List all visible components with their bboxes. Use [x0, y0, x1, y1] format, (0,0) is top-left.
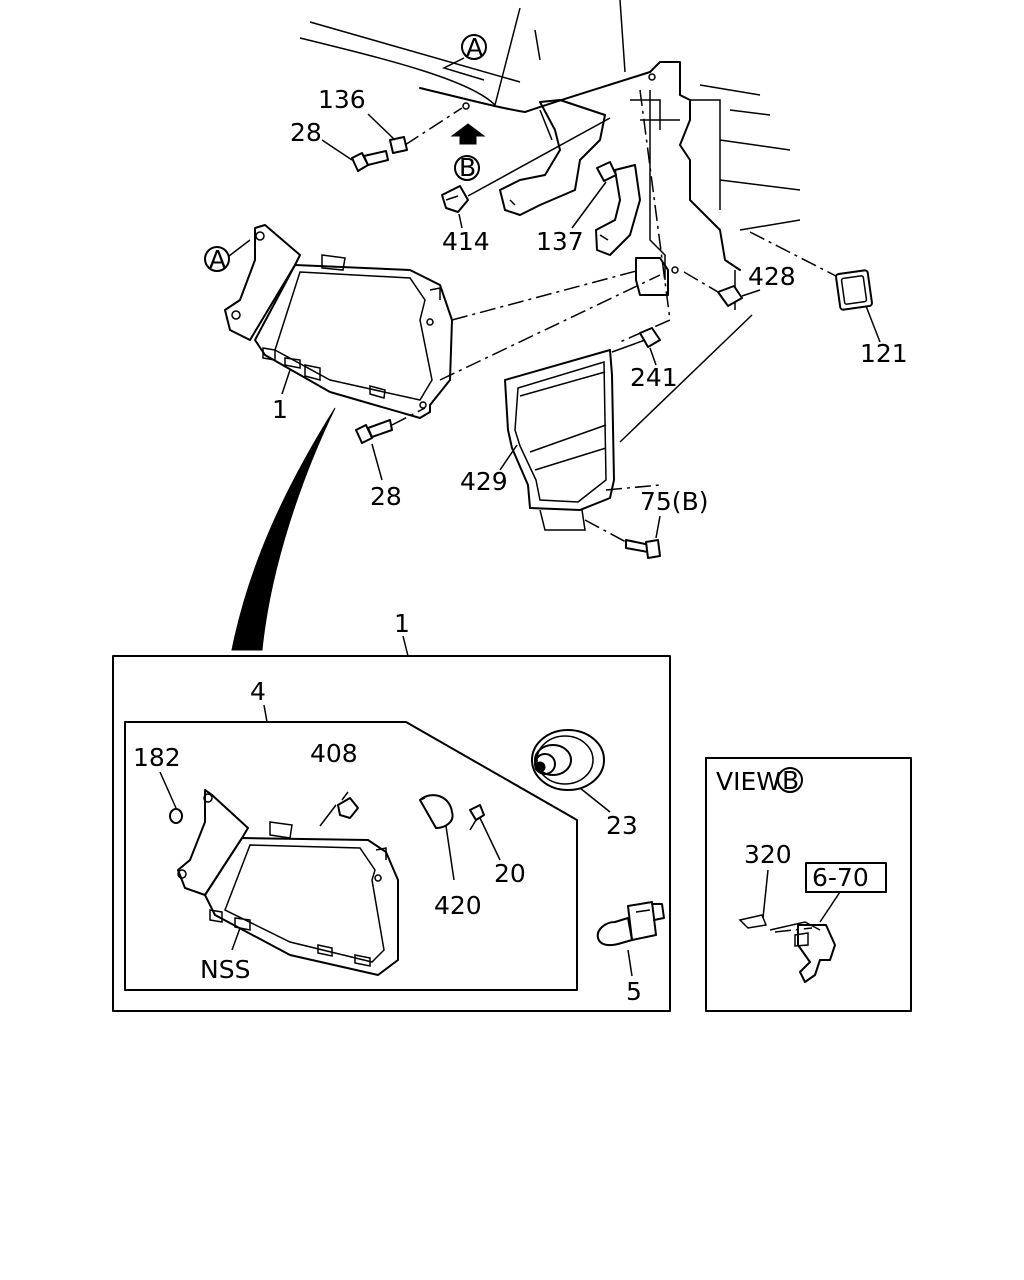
- label-414: 414: [442, 227, 490, 256]
- label-23: 23: [606, 811, 638, 840]
- label-28-bottom: 28: [370, 482, 402, 511]
- label-75b: 75(B): [640, 487, 708, 516]
- callout-b-view-text: B: [782, 766, 799, 795]
- label-136: 136: [318, 85, 366, 114]
- detail-pointer-arrow: [231, 407, 336, 651]
- assembly-line: [451, 269, 641, 321]
- dust-cover-icon: [531, 729, 605, 791]
- bulb-icon: [596, 901, 665, 947]
- label-408: 408: [310, 739, 358, 768]
- callout-b-top-text: B: [459, 153, 476, 182]
- bolt-icon: [645, 539, 661, 559]
- callout-a-top: A: [441, 33, 487, 81]
- label-320: 320: [744, 840, 792, 869]
- label-4: 4: [250, 677, 266, 706]
- label-121: 121: [860, 339, 908, 368]
- callout-a-left-text: A: [209, 245, 226, 274]
- assembly-line: [439, 274, 661, 381]
- label-182: 182: [133, 743, 181, 772]
- part-1-headlamp-assembly: 1: [224, 224, 453, 424]
- part-241-screw: 241: [611, 327, 678, 392]
- part-28-bolt-top: 28: [290, 118, 389, 172]
- callout-a-left: A: [204, 239, 251, 274]
- part-429-side-lens: 429: [460, 314, 753, 531]
- label-nss: NSS: [200, 955, 250, 984]
- label-420: 420: [434, 891, 482, 920]
- label-241: 241: [630, 363, 678, 392]
- reference-6-70: 6-70: [812, 863, 869, 892]
- circle-callout-icon: [204, 246, 230, 272]
- lamp-housing-icon: [177, 789, 249, 896]
- circle-callout-icon: [777, 767, 803, 793]
- label-20: 20: [494, 859, 526, 888]
- part-137-clip: 137: [536, 161, 617, 256]
- part-75b-bolt: 75(B): [584, 487, 708, 559]
- part-136-washer: 136: [318, 85, 463, 154]
- label-5: 5: [626, 977, 642, 1006]
- callout-a-top-text: A: [466, 33, 483, 62]
- part-28-bolt-bottom: 28: [355, 407, 426, 511]
- view-b-box: VIEW B 320 6-70: [705, 757, 912, 1012]
- assembly-line: [619, 89, 671, 343]
- callout-b-top: B: [454, 153, 480, 182]
- label-1: 1: [272, 395, 288, 424]
- circle-callout-icon: [461, 34, 487, 60]
- label-137: 137: [536, 227, 584, 256]
- part-121-gasket: 121: [749, 231, 908, 368]
- label-28-top: 28: [290, 118, 322, 147]
- clip-icon: [441, 185, 469, 213]
- direction-arrow-up-icon: [450, 123, 486, 145]
- detail-box-1: 1 4 182 NSS 408 420: [112, 609, 671, 1012]
- label-429: 429: [460, 467, 508, 496]
- label-1-box: 1: [394, 609, 410, 638]
- lamp-housing-icon: [224, 224, 301, 341]
- circle-callout-icon: [454, 155, 480, 181]
- part-414-clip: 414: [441, 117, 611, 256]
- part-428-nut: 428: [683, 262, 796, 307]
- view-title: VIEW: [716, 767, 781, 796]
- label-428: 428: [748, 262, 796, 291]
